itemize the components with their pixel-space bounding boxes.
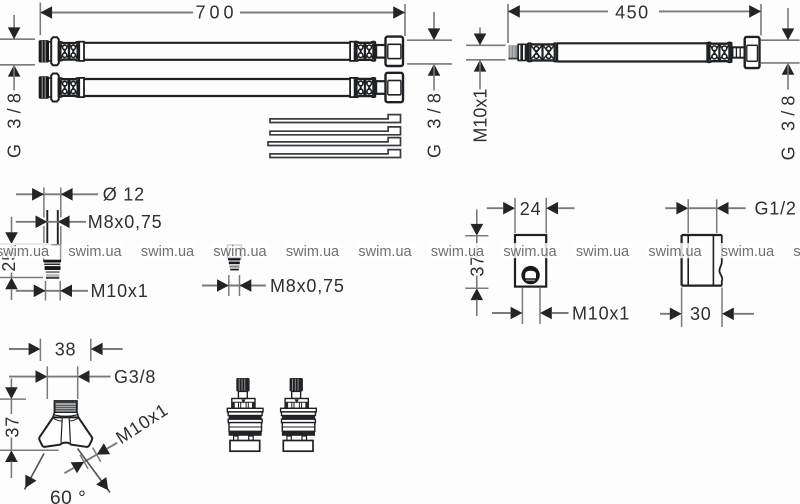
svg-text:G1/2: G1/2	[755, 199, 797, 219]
svg-text:M10x1: M10x1	[471, 89, 491, 143]
svg-text:swim.ua: swim.ua	[648, 244, 702, 260]
svg-text:M10x1: M10x1	[91, 281, 149, 301]
svg-text:swim.ua: swim.ua	[141, 244, 195, 260]
svg-text:37: 37	[2, 416, 22, 438]
svg-text:M10x1: M10x1	[572, 303, 630, 323]
svg-text:swim.ua: swim.ua	[503, 244, 557, 260]
svg-text:swim.ua: swim.ua	[0, 244, 50, 260]
svg-text:swim.ua: swim.ua	[721, 244, 775, 260]
svg-text:swim.ua: swim.ua	[68, 244, 122, 260]
svg-text:M8x0,75: M8x0,75	[270, 276, 345, 296]
svg-text:swim.ua: swim.ua	[793, 244, 800, 260]
svg-text:swim.ua: swim.ua	[576, 244, 630, 260]
svg-text:M8x0,75: M8x0,75	[88, 212, 163, 232]
svg-text:37: 37	[467, 255, 487, 277]
svg-text:700: 700	[195, 3, 237, 23]
svg-text:swim.ua: swim.ua	[286, 244, 340, 260]
svg-text:24: 24	[520, 199, 542, 219]
svg-text:60 °: 60 °	[50, 488, 86, 504]
svg-text:450: 450	[615, 3, 650, 23]
svg-text:G 3/8: G 3/8	[4, 88, 24, 158]
svg-text:swim.ua: swim.ua	[431, 244, 485, 260]
svg-text:swim.ua: swim.ua	[358, 244, 412, 260]
svg-text:38: 38	[55, 339, 77, 359]
svg-text:G 3/8: G 3/8	[778, 90, 798, 160]
svg-text:swim.ua: swim.ua	[213, 244, 267, 260]
svg-text:G3/8: G3/8	[114, 367, 156, 387]
svg-text:30: 30	[690, 304, 712, 324]
svg-text:Ø 12: Ø 12	[103, 185, 145, 205]
svg-text:G 3/8: G 3/8	[424, 88, 444, 158]
